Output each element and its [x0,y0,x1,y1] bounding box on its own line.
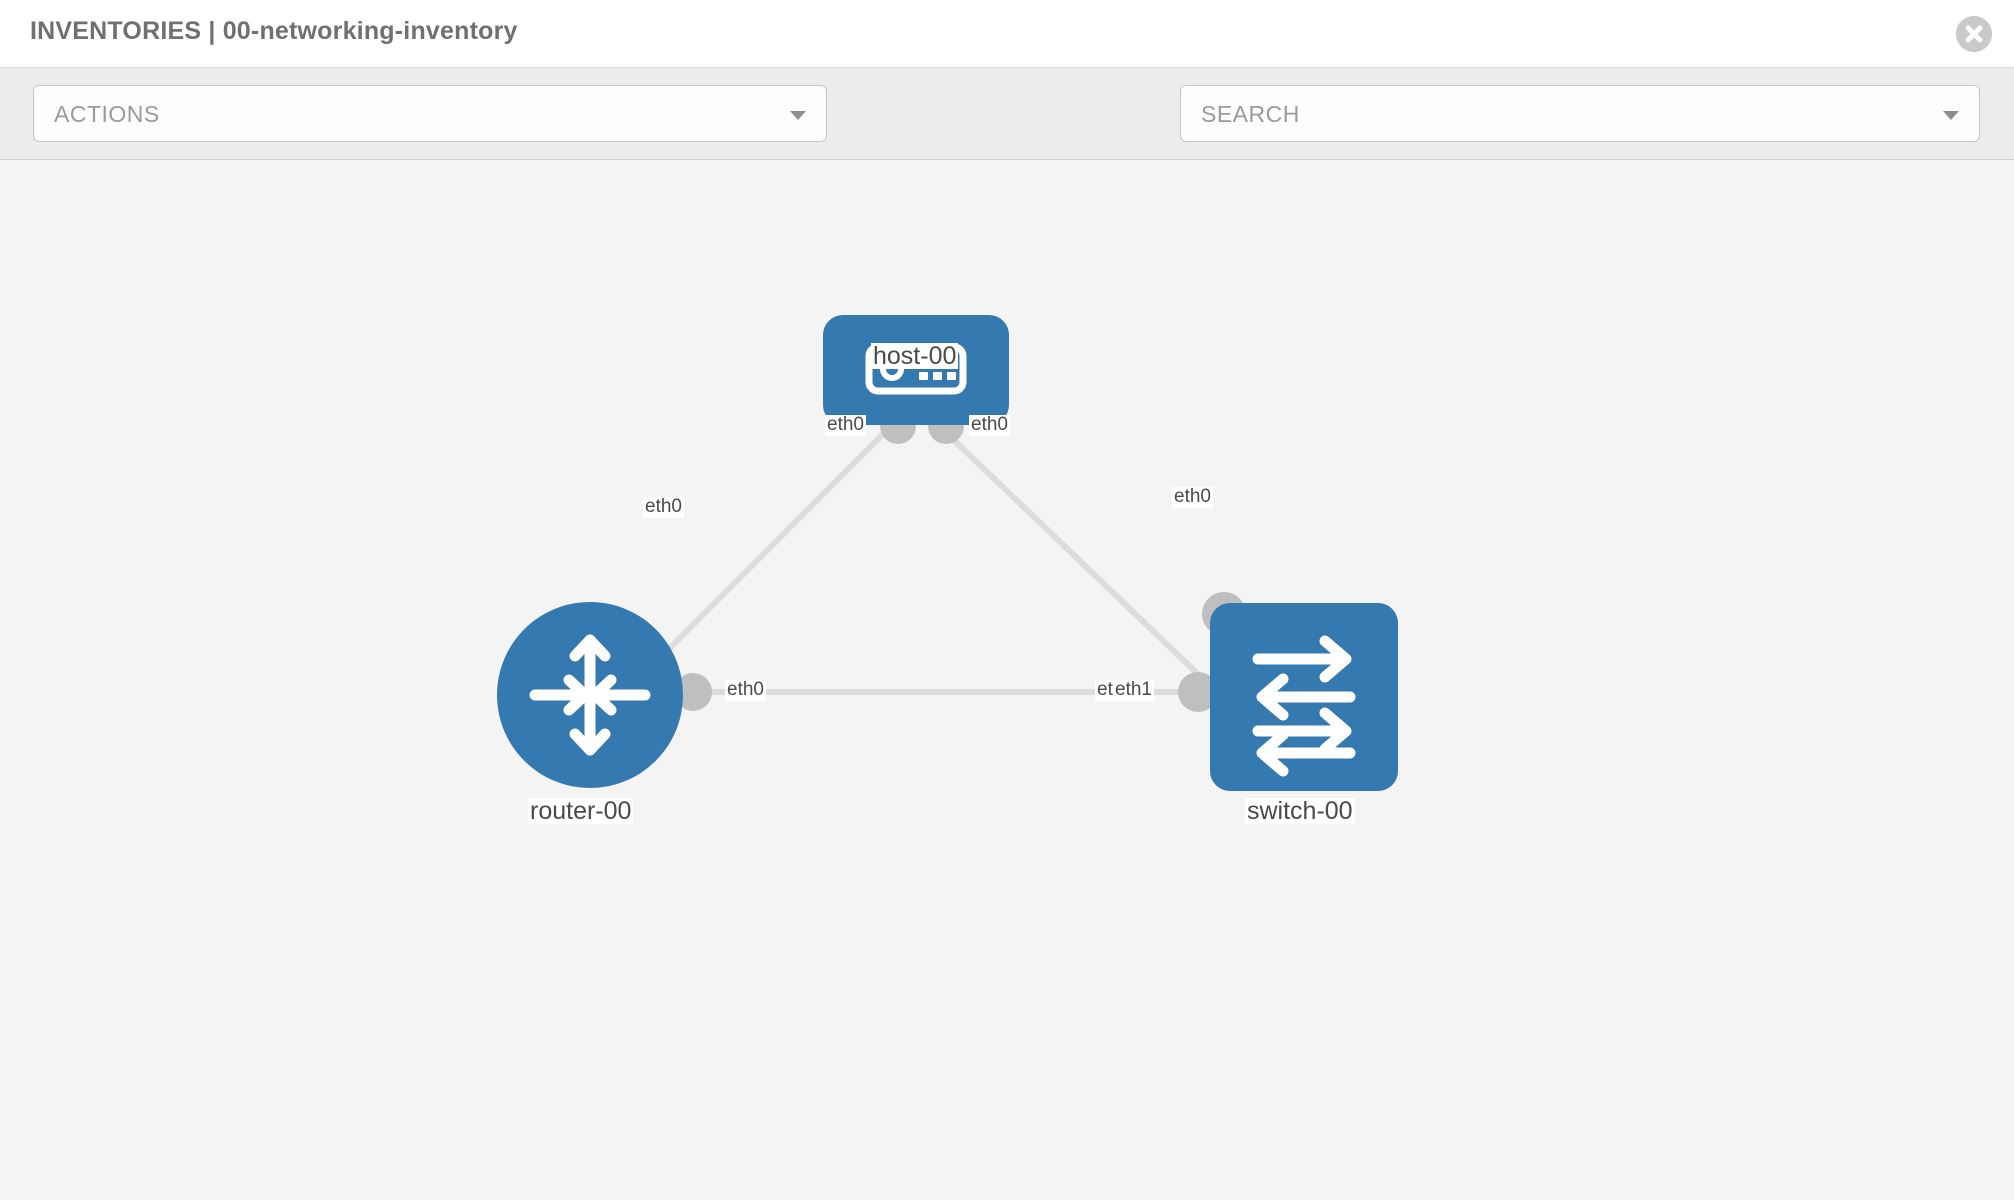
edge-host-switch [932,419,1228,703]
server-icon [865,343,967,395]
node-router-00[interactable] [497,602,683,788]
port-label-switch-left-front: eth1 [1113,679,1154,701]
switch-arrows-icon [1252,635,1356,777]
port-label-host-left: eth0 [825,414,866,436]
search-input[interactable]: SEARCH [1180,85,1980,142]
node-label-switch-00: switch-00 [1245,797,1355,825]
port-label-switch-up: eth0 [1172,486,1213,508]
close-icon[interactable] [1956,16,1992,52]
actions-dropdown-label: ACTIONS [54,101,160,127]
router-arrows-icon [529,634,651,756]
port-label-router-up: eth0 [643,496,684,518]
node-label-host-00: host-00 [871,342,959,370]
node-label-router-00: router-00 [528,797,634,825]
port-label-router-right: eth0 [725,679,766,701]
page-header: INVENTORIES | 00-networking-inventory [0,0,2014,68]
chevron-down-icon [1943,111,1959,120]
search-input-value: SEARCH [1201,101,1300,127]
node-host-00[interactable] [823,315,1009,425]
node-switch-00[interactable] [1210,603,1398,791]
topology-canvas[interactable]: eth0 host-00 eth0 router-00 eth0 eth0 [0,160,2014,1200]
page-title: INVENTORIES | 00-networking-inventory [30,17,518,45]
actions-dropdown[interactable]: ACTIONS [33,85,827,142]
toolbar: ACTIONS SEARCH [0,68,2014,197]
chevron-down-icon [790,111,806,120]
port-label-host-right: eth0 [969,414,1010,436]
